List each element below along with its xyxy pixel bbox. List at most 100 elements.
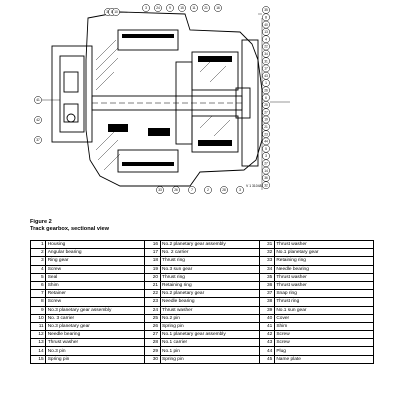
part-number: 17 [144, 248, 161, 258]
part-name: Needle bearing [273, 264, 375, 274]
part-number: 11 [29, 321, 47, 332]
callout-44: 44 [262, 137, 270, 146]
svg-text:8: 8 [111, 10, 113, 14]
svg-text:32: 32 [264, 183, 268, 187]
part-name: Angular bearing [45, 248, 146, 258]
part-number: 18 [144, 256, 161, 266]
part-number: 27 [144, 330, 161, 340]
part-number: 29 [144, 346, 161, 356]
part-name: No.3 pin [45, 346, 146, 356]
callout-27: 27 [262, 159, 270, 168]
svg-text:28: 28 [222, 188, 226, 192]
part-name: No.2 pin [159, 313, 260, 323]
svg-text:26: 26 [264, 89, 268, 93]
part-name: No.2 planetary gear assembly [159, 239, 260, 250]
callout-31: 31 [262, 57, 270, 65]
part-name: No. 3 carrier [45, 313, 146, 323]
part-number: 33 [258, 256, 275, 266]
part-number: 35 [258, 272, 275, 282]
part-number: 37 [258, 289, 275, 299]
part-number: 42 [258, 330, 275, 340]
part-number: 25 [144, 313, 161, 323]
svg-text:37: 37 [36, 138, 40, 142]
callout-2: 2 [204, 186, 212, 194]
part-name: Cover [273, 313, 375, 323]
callout-3: 3 [142, 4, 150, 12]
callout-27: 27 [262, 108, 270, 117]
svg-text:19: 19 [264, 118, 268, 122]
part-number: 23 [144, 297, 161, 307]
figure-title: Track gearbox, sectional view [30, 226, 109, 232]
part-name: Housing [45, 239, 146, 250]
callout-16: 16 [214, 4, 222, 12]
part-name: Spring pin [159, 321, 260, 332]
svg-text:25: 25 [264, 103, 268, 107]
part-number: 26 [144, 321, 161, 332]
part-number: 22 [144, 289, 161, 299]
svg-text:26: 26 [174, 188, 178, 192]
callout-10: 10 [112, 8, 120, 16]
part-number: 31 [258, 239, 275, 250]
part-name: No.1 pin [159, 346, 260, 356]
part-number: 28 [144, 338, 161, 348]
part-number: 5 [29, 272, 47, 282]
part-name: Thrust ring [159, 256, 260, 266]
svg-text:16: 16 [216, 6, 220, 10]
part-number: 38 [258, 297, 275, 307]
svg-text:21: 21 [264, 125, 268, 129]
cover-plate [241, 39, 259, 167]
part-number: 40 [258, 313, 275, 323]
part-name: Needle bearing [45, 330, 146, 340]
callout-33: 33 [156, 186, 164, 194]
callout-8: 8 [262, 13, 270, 22]
svg-text:3: 3 [265, 154, 267, 158]
part-name: No.3 planetary gear [45, 321, 146, 332]
part-name: No.3 sun gear [159, 264, 260, 274]
svg-text:5: 5 [265, 147, 267, 151]
svg-text:21: 21 [204, 6, 208, 10]
figure-caption: Figure 2 Track gearbox, sectional view [30, 219, 109, 233]
callout-6: 6 [262, 93, 270, 102]
callout-3: 3 [262, 152, 270, 160]
housing-outline [85, 11, 263, 187]
part-number: 12 [29, 330, 47, 340]
part-name: No.1 sun gear [273, 305, 375, 315]
part-number: 21 [144, 280, 161, 291]
part-number: 20 [144, 272, 161, 282]
svg-text:42: 42 [36, 118, 40, 122]
svg-text:10: 10 [114, 10, 118, 14]
part-name: Name plate [273, 354, 375, 364]
svg-text:15: 15 [180, 6, 184, 10]
svg-text:43: 43 [264, 74, 268, 78]
part-name: Thrust washer [273, 239, 375, 250]
part-number: 4 [29, 264, 47, 274]
part-number: 41 [258, 321, 275, 332]
part-number: 24 [144, 305, 161, 315]
part-number: 13 [29, 338, 47, 348]
figure-number: Figure 2 [30, 219, 52, 225]
part-number: 16 [144, 239, 161, 250]
part-number: 1 [29, 239, 47, 250]
part-name: Screw [45, 264, 146, 274]
part-number: 3 [29, 256, 47, 266]
svg-text:8: 8 [265, 16, 267, 20]
part-name: Retaining ring [159, 280, 260, 291]
callout-26: 26 [262, 86, 270, 95]
svg-text:3: 3 [239, 188, 241, 192]
part-name: No.1 planetary gear [273, 248, 375, 258]
callout-23: 23 [262, 130, 270, 138]
svg-text:24: 24 [156, 6, 160, 10]
callout-25: 25 [262, 101, 270, 109]
part-name: Shim [45, 280, 146, 291]
part-name: Seal [45, 272, 146, 282]
svg-text:9: 9 [169, 6, 171, 10]
part-name: Spring pin [159, 354, 260, 364]
